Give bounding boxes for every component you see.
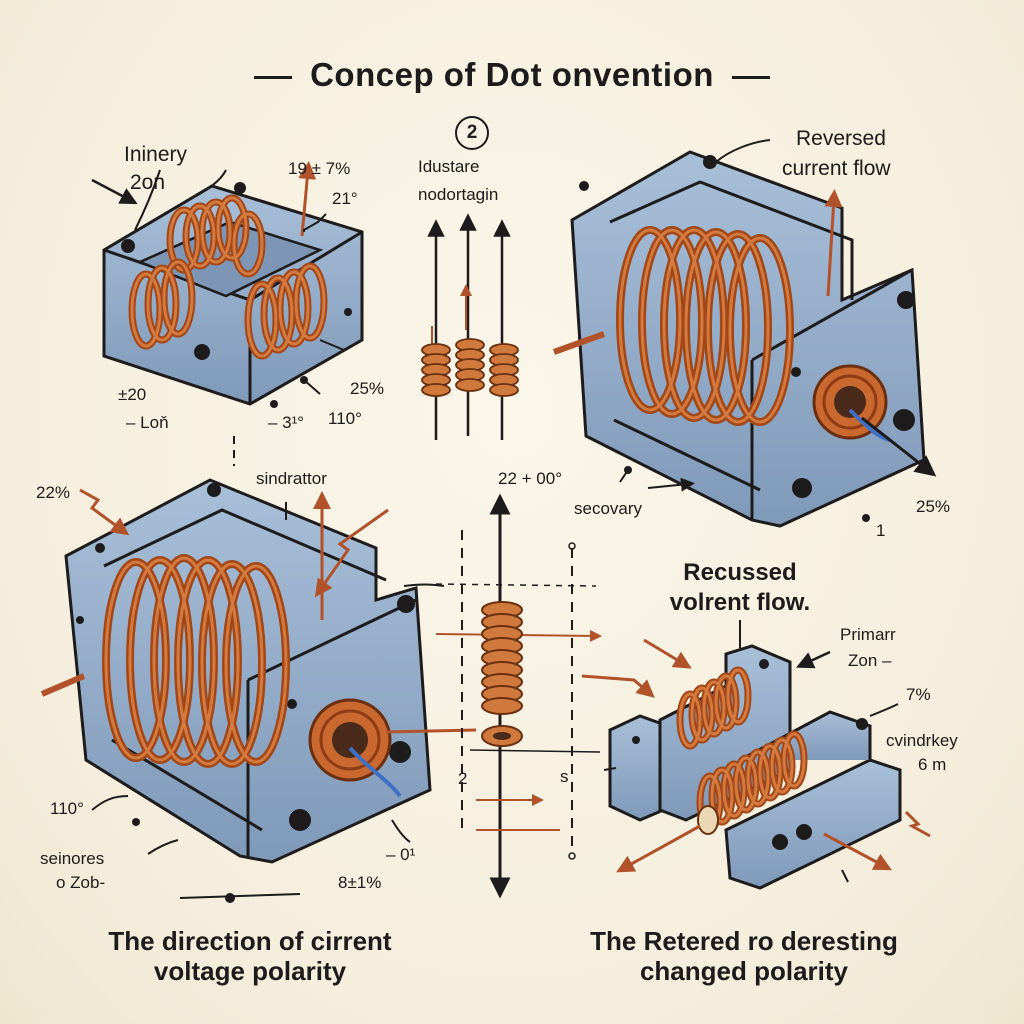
- bottom-right-label-recussed: Recussed: [683, 559, 797, 586]
- bottom-left-label-zob: o Zob-: [56, 873, 106, 892]
- bottom-left-value-22: 22%: [36, 483, 71, 502]
- bottom-left-value-0: – 0¹: [386, 845, 416, 864]
- bottom-right-caption-line-1: The Retered ro deresting: [590, 926, 898, 956]
- page-title: Concep of Dot onvention: [0, 56, 1024, 93]
- title-left-dash: [254, 75, 293, 79]
- top-right-value-25: 25%: [916, 497, 951, 516]
- bottom-left-label-sindrattor: sindrattor: [256, 469, 327, 488]
- bottom-right-caption-line-2: changed polarity: [639, 956, 849, 986]
- bottom-right-label-cvindrkey: cvindrkey: [886, 731, 958, 750]
- center-top-label-1: Idustare: [418, 157, 480, 176]
- top-left-value-110: 110°: [328, 409, 362, 428]
- top-right-label-reversed: Reversed: [796, 127, 886, 150]
- transformer-bottom-right: [581, 620, 931, 890]
- center-bottom-value-2: 2: [458, 769, 468, 788]
- bottom-right-label-volrent-flow: volrent flow.: [669, 589, 811, 616]
- title-text: Concep of Dot onvention: [310, 56, 714, 93]
- bottom-right-value-6m: 6 m: [918, 755, 947, 774]
- bottom-right-label-primarr: Primarr: [840, 625, 896, 644]
- top-right-label-secovary: secovary: [574, 499, 643, 518]
- step-badge: 2: [455, 116, 489, 150]
- center-bottom-value-s: s: [560, 767, 569, 786]
- top-left-value-19: 19 ± 7%: [288, 159, 351, 178]
- bottom-left-caption-line-1: The direction of cirrent: [108, 926, 392, 956]
- top-left-label-ininery: Ininery: [124, 143, 188, 166]
- inductors-center-top: [421, 213, 519, 440]
- top-right-value-1: 1: [876, 521, 886, 540]
- bottom-left-value-8: 8±1%: [338, 873, 382, 892]
- top-left-value-25: 25%: [350, 379, 385, 398]
- bottom-left-caption-line-2: voltage polarity: [153, 956, 347, 986]
- inductor-center-bottom: [435, 493, 602, 899]
- bottom-right-label-zon: Zon –: [848, 651, 892, 670]
- top-left-label-2on: 2on: [130, 171, 166, 194]
- bottom-right-value-7: 7%: [906, 685, 931, 704]
- top-right-label-current-flow: current flow: [782, 157, 891, 180]
- top-left-value-3: – 3¹°: [268, 413, 305, 432]
- transformer-top-right: [552, 139, 937, 528]
- transformer-top-left: [91, 161, 364, 408]
- bottom-left-value-110: 110°: [50, 799, 84, 818]
- title-right-dash: [731, 75, 770, 79]
- top-left-value-21: 21°: [332, 189, 358, 208]
- transformer-bottom-left: [40, 436, 477, 903]
- top-left-value-lon: – Loň: [126, 413, 169, 432]
- center-bottom-value-22: 22 + 00°: [498, 469, 562, 488]
- bottom-left-label-seinores: seinores: [40, 849, 105, 868]
- top-left-value-20: ±20: [118, 385, 147, 404]
- center-top-label-2: nodortagin: [418, 185, 499, 204]
